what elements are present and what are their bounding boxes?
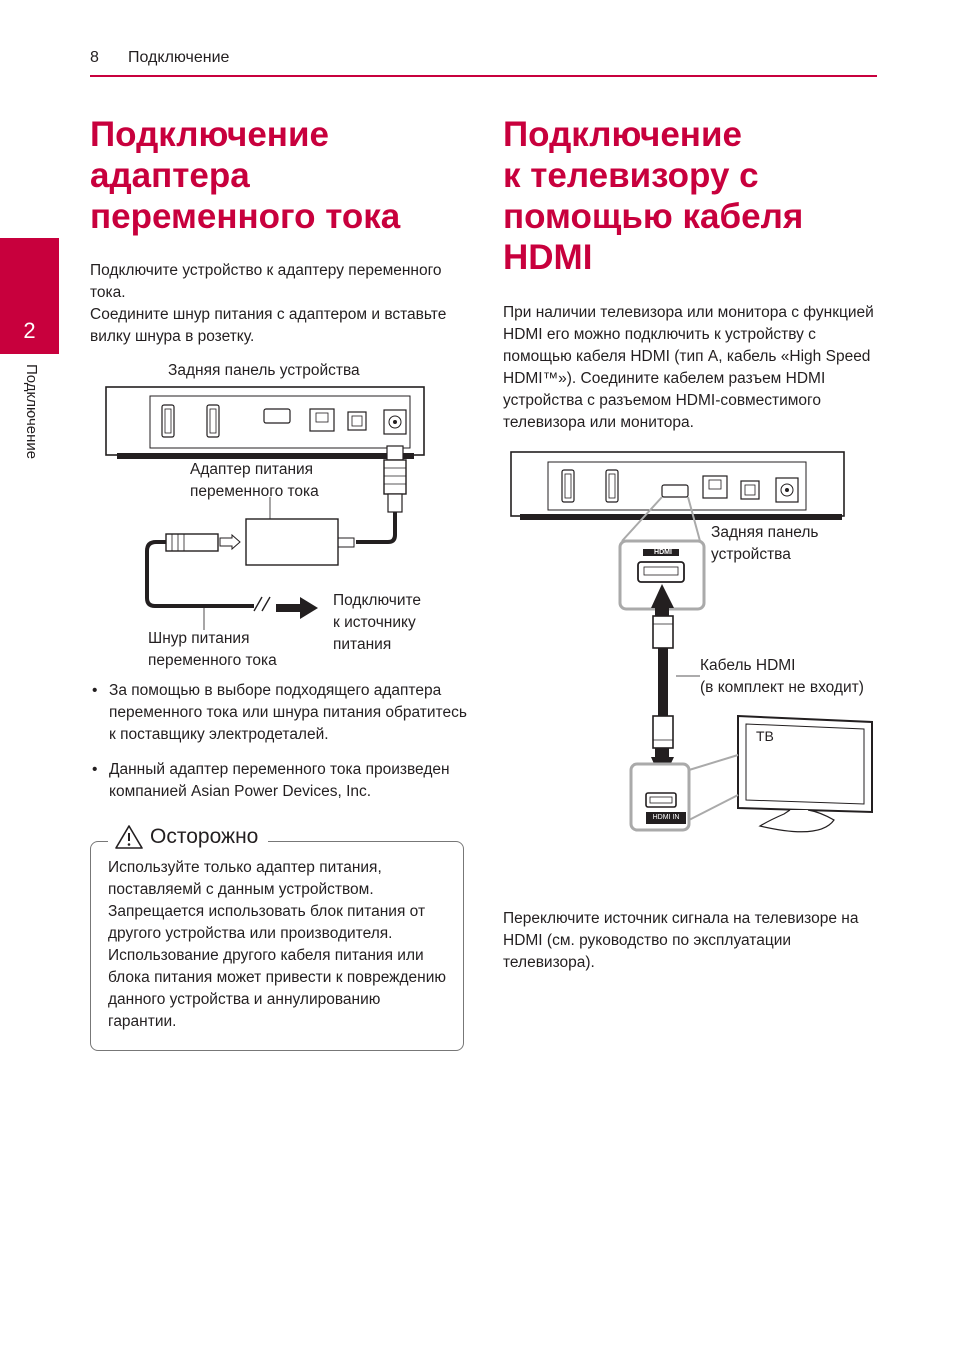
right-title-line: HDMI <box>503 238 593 277</box>
chapter-tab <box>0 238 59 354</box>
hdmi-in-label: HDMI IN <box>652 814 680 821</box>
right-title-line: помощью кабеля <box>503 197 804 236</box>
caution-heading: Осторожно <box>108 821 269 853</box>
caution-box <box>90 841 464 1051</box>
bullet-item: За помощью в выборе подходящего адаптера… <box>90 680 468 746</box>
right-title-line: Подключение <box>503 115 742 154</box>
left-title-line: переменного тока <box>90 197 401 236</box>
chapter-number: 2 <box>23 318 36 343</box>
tv-label: ТВ <box>756 728 774 744</box>
rear-panel-label: Задняя панель устройства <box>168 362 360 379</box>
left-intro: Подключите устройство к адаптеру перемен… <box>90 260 468 348</box>
device-rear-panel <box>510 451 845 520</box>
tv <box>737 714 873 833</box>
intro-paragraph: Подключите устройство к адаптеру перемен… <box>90 262 442 301</box>
page-number: 8 <box>90 49 99 66</box>
hdmi-logo: HDMI <box>654 549 672 556</box>
ac-cord <box>145 533 318 619</box>
right-intro: При наличии телевизора или монитора с фу… <box>503 304 874 431</box>
caution-text: Используйте только адаптер питания, пост… <box>108 859 447 1030</box>
caution-title: Осторожно <box>150 825 259 848</box>
intro-paragraph: Соедините шнур питания с адаптером и вст… <box>90 306 447 345</box>
device-rear-panel <box>105 386 425 459</box>
left-title-line: адаптера <box>90 156 250 195</box>
right-title: Подключение к телевизору с помощью кабел… <box>503 114 803 278</box>
header-rule <box>90 75 877 77</box>
left-title-line: Подключение <box>90 115 329 154</box>
right-outro: Переключите источник сигнала на телевизо… <box>503 910 859 971</box>
warning-icon <box>115 825 143 849</box>
right-title-line: к телевизору с <box>503 156 759 195</box>
ac-adapter <box>245 518 339 566</box>
running-header: Подключение <box>128 49 230 66</box>
left-title: Подключение адаптера переменного тока <box>90 114 400 237</box>
bullet-item: Данный адаптер переменного тока произвед… <box>90 759 468 803</box>
cable-label: Кабель HDMI(в комплект не входит) <box>700 657 864 696</box>
left-bullets: За помощью в выборе подходящего адаптера… <box>90 680 468 816</box>
